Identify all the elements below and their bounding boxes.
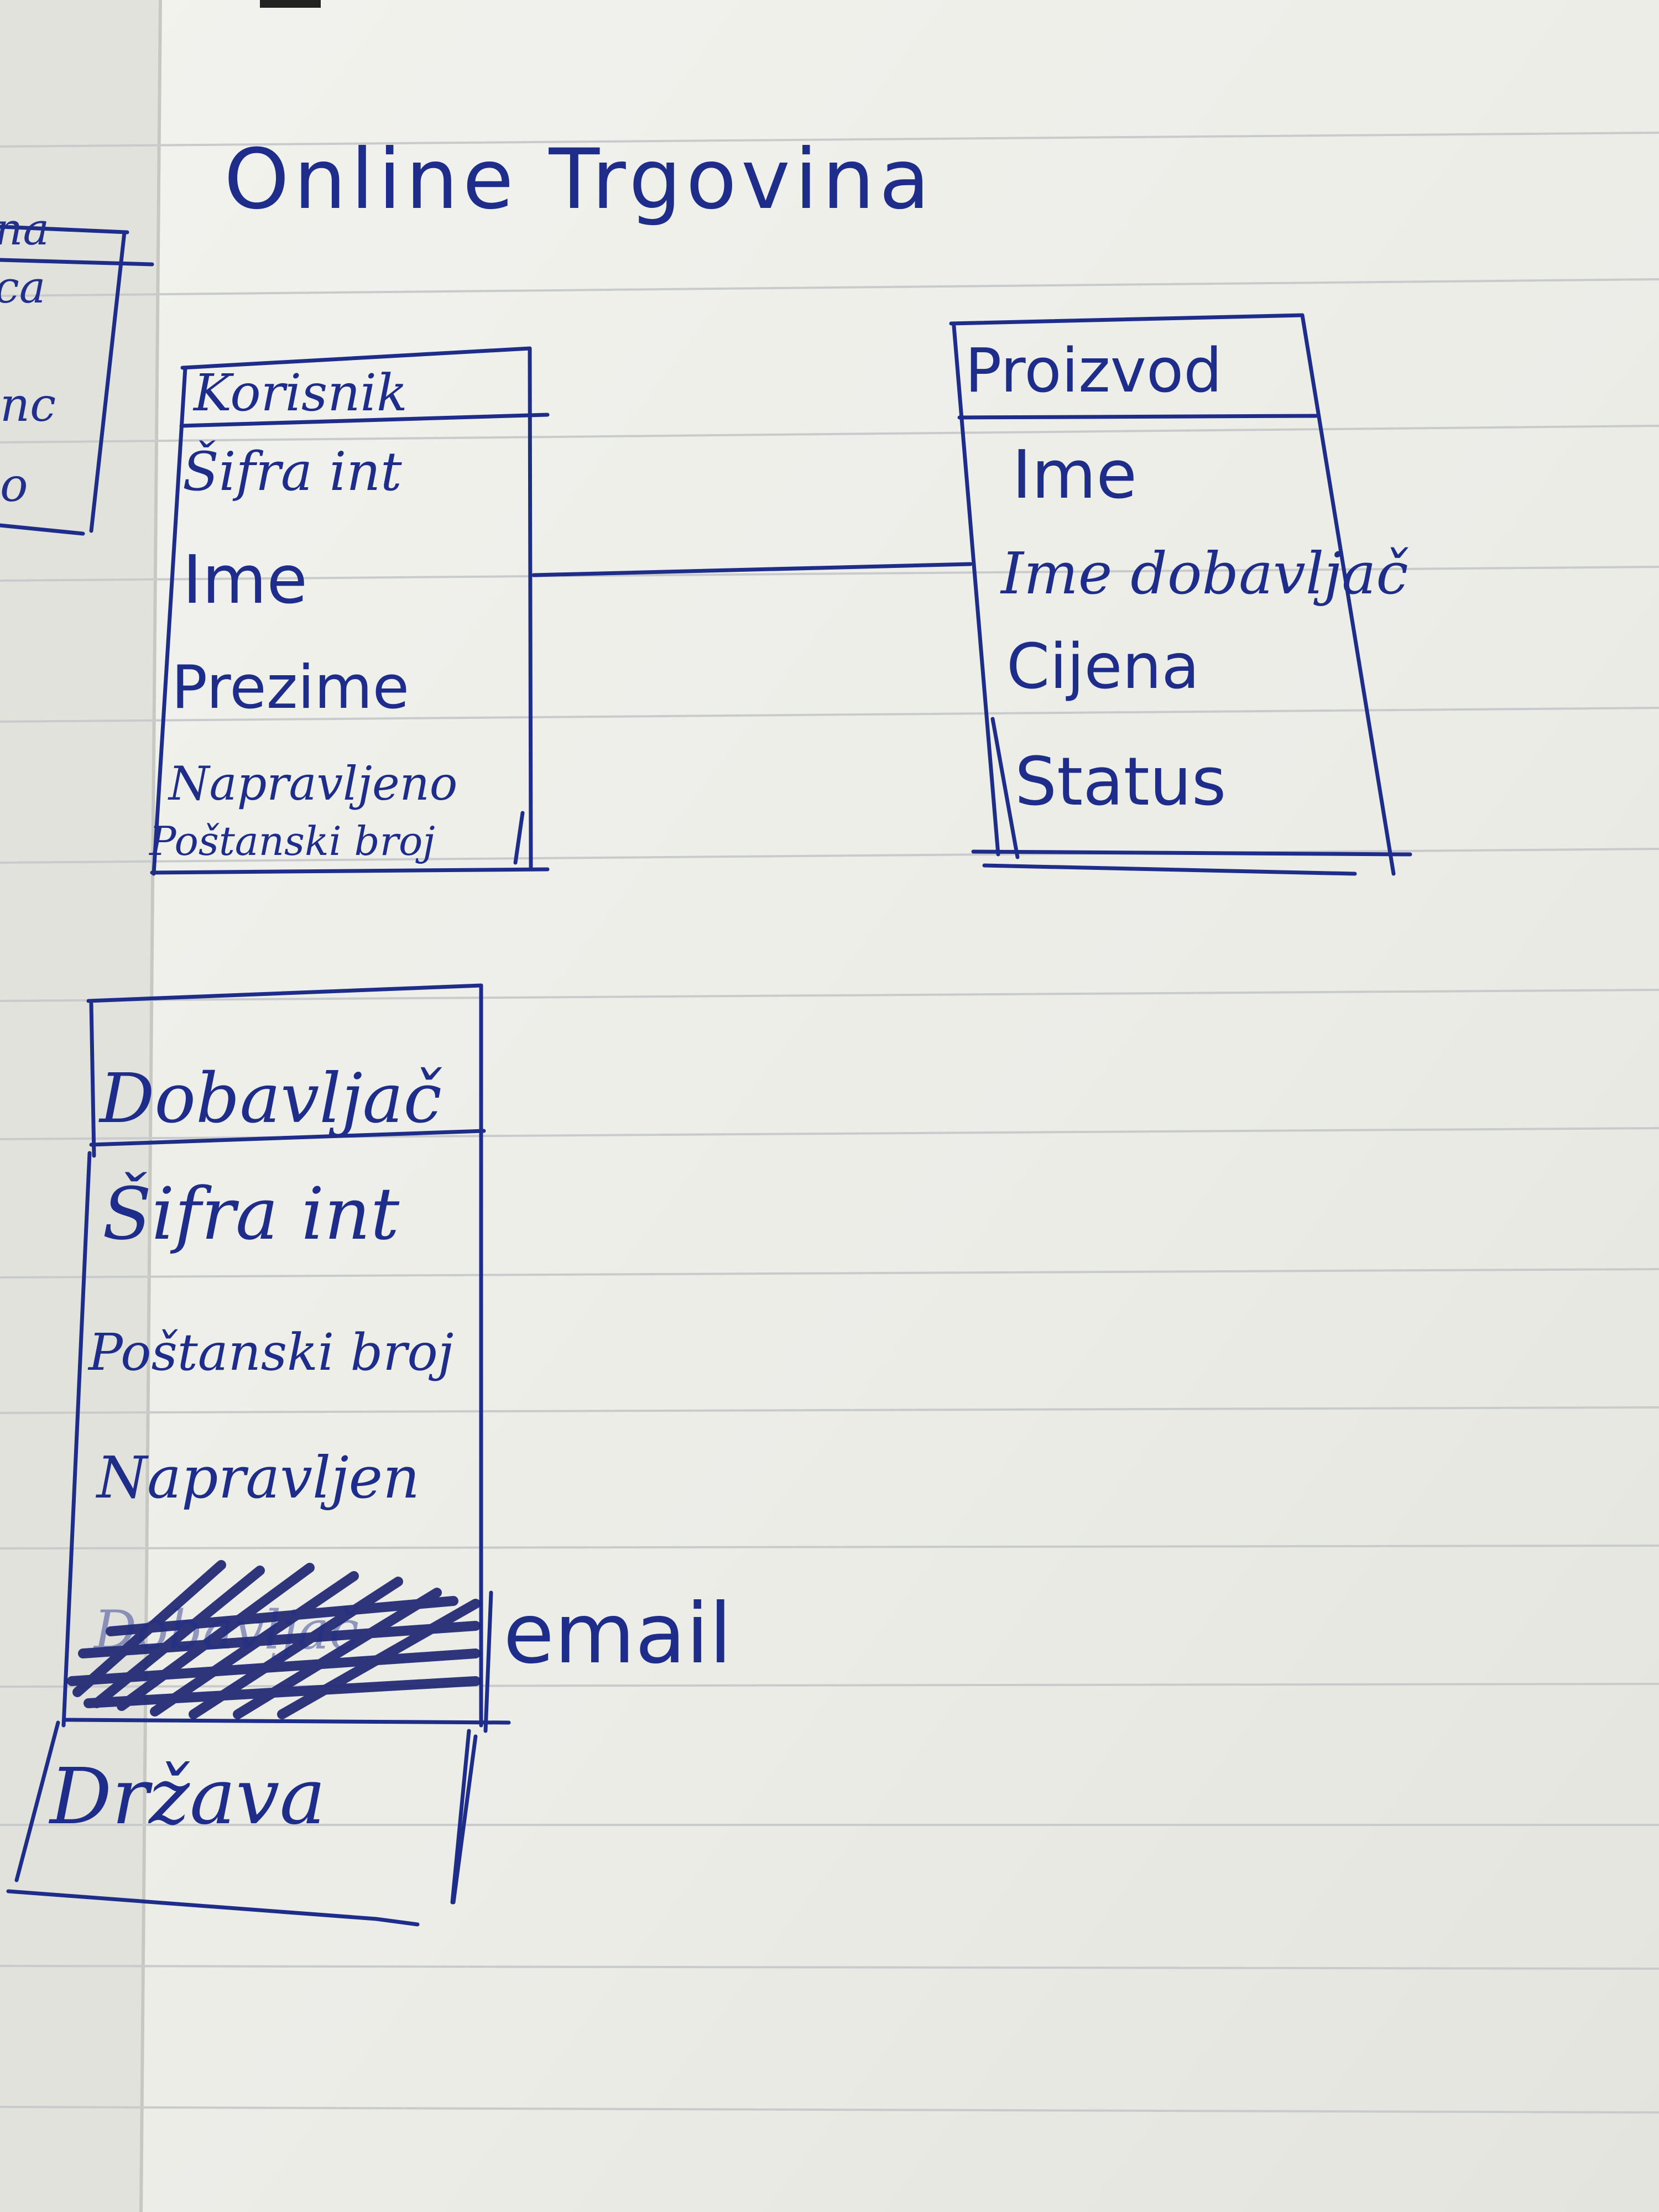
entity-title-drzava: Država <box>50 1752 326 1842</box>
margin-fragment: ca <box>0 262 46 313</box>
dobavljac-entity-box <box>61 983 511 1733</box>
margin-fragment: o <box>0 458 28 512</box>
page-title: Online Trgovina <box>224 132 935 228</box>
attribute-postanski-broj: Poštanski broj <box>149 818 435 864</box>
entity-title-dobavljac: Dobavljač <box>100 1059 442 1139</box>
korisnik-entity-box <box>150 346 550 876</box>
attribute-prezime: Prezime <box>171 653 410 722</box>
attribute-postanski-broj: Poštanski broj <box>88 1323 454 1382</box>
relationship-line <box>531 562 973 577</box>
attribute-cijena: Cijena <box>1006 631 1199 703</box>
ruled-lines <box>0 132 1659 2114</box>
attribute-sifra: Šifra int <box>182 441 402 503</box>
attribute-napravljeno: Napravljeno <box>169 757 458 811</box>
page-top-tab <box>260 0 321 8</box>
attribute-ime: Ime <box>182 542 308 619</box>
entity-title-korisnik: Korisnik <box>194 363 408 422</box>
partial-entity-box-left <box>0 225 154 536</box>
attribute-sifra: Šifra int <box>102 1172 400 1256</box>
attribute-ime: Ime <box>1012 437 1138 514</box>
scribble-out <box>67 1560 481 1719</box>
margin-fragment: nc <box>0 378 56 432</box>
scribbled-attribute: Dobavljač <box>94 1599 359 1661</box>
attribute-napravljen: Napravljen <box>97 1444 420 1511</box>
attribute-status: Status <box>1015 744 1227 821</box>
attribute-ime-dobavljac: Ime dobavljač <box>1001 540 1408 607</box>
drzava-entity-box <box>6 1720 478 1927</box>
entity-title-proizvod: Proizvod <box>965 335 1223 406</box>
attribute-email: email <box>503 1586 732 1682</box>
proizvod-entity-box <box>949 313 1412 876</box>
margin-fragment: na <box>0 204 50 255</box>
